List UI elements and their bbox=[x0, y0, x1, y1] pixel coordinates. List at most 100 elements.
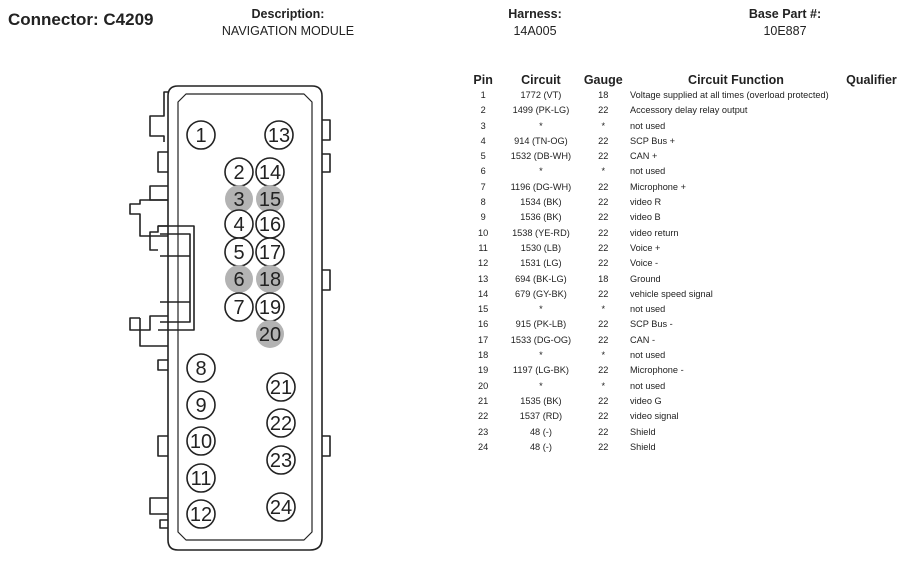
cell-gauge: * bbox=[601, 120, 606, 131]
cell-pin: 20 bbox=[478, 380, 489, 391]
cell-function: video B bbox=[630, 212, 661, 223]
cell-function: video G bbox=[630, 395, 662, 406]
pin-label: 8 bbox=[195, 358, 206, 380]
cell-function: not used bbox=[630, 166, 666, 177]
cell-pin: 6 bbox=[480, 166, 486, 177]
description-label: Description: bbox=[251, 7, 325, 21]
cell-pin: 4 bbox=[480, 135, 486, 146]
pin-circle bbox=[224, 292, 254, 322]
pin-circle bbox=[186, 463, 216, 493]
cell-circuit: 1535 (BK) bbox=[520, 395, 562, 406]
harness-value: 14A005 bbox=[513, 24, 557, 38]
pin-circle bbox=[225, 265, 253, 293]
pin-label: 16 bbox=[259, 214, 281, 236]
cell-circuit: 1537 (RD) bbox=[519, 411, 563, 422]
table-row: 6**not used bbox=[466, 164, 901, 179]
cell-qualifier bbox=[842, 348, 901, 363]
header-gauge: Gauge bbox=[583, 73, 623, 87]
cell-pin: 22 bbox=[478, 411, 489, 422]
pin-circle bbox=[256, 265, 284, 293]
connector-title: Connector: C4209 bbox=[8, 10, 154, 29]
cell-circuit: 1534 (BK) bbox=[520, 197, 562, 208]
pin-table: Pin Circuit Gauge Circuit Function Quali… bbox=[466, 72, 901, 455]
pin-cavity-5: 5 bbox=[224, 237, 254, 267]
cell-gauge: 22 bbox=[598, 227, 609, 238]
pin-label: 23 bbox=[270, 450, 292, 472]
cell-gauge: 22 bbox=[598, 105, 609, 116]
cell-qualifier bbox=[842, 134, 901, 149]
cell-gauge: 22 bbox=[598, 197, 609, 208]
pin-circle bbox=[186, 499, 216, 529]
cell-circuit: 1533 (DG-OG) bbox=[510, 334, 572, 345]
cell-circuit: 679 (GY-BK) bbox=[515, 288, 567, 299]
cell-qualifier bbox=[842, 394, 901, 409]
cell-circuit: 1196 (DG-WH) bbox=[510, 181, 572, 192]
cell-qualifier bbox=[842, 440, 901, 455]
cell-gauge: 22 bbox=[598, 426, 609, 437]
cell-function: Voice + bbox=[630, 242, 661, 253]
header-pin: Pin bbox=[473, 73, 493, 87]
connector-housing bbox=[129, 85, 331, 551]
cell-qualifier bbox=[842, 425, 901, 440]
pin-cavity-8: 8 bbox=[186, 353, 216, 383]
cell-circuit: 1499 (PK-LG) bbox=[512, 105, 570, 116]
pin-cavity-9: 9 bbox=[186, 390, 216, 420]
pin-label: 2 bbox=[233, 162, 244, 184]
cell-pin: 12 bbox=[478, 258, 489, 269]
description-block: Description: NAVIGATION MODULE bbox=[188, 6, 388, 40]
table-row: 20**not used bbox=[466, 379, 901, 394]
cell-pin: 14 bbox=[478, 288, 489, 299]
table-row: 15**not used bbox=[466, 302, 901, 317]
cell-function: CAN + bbox=[630, 151, 658, 162]
pin-cavity-3: 3 bbox=[225, 185, 253, 213]
pin-cavity-21: 21 bbox=[266, 372, 296, 402]
pin-label: 1 bbox=[195, 125, 206, 147]
cell-pin: 3 bbox=[480, 120, 486, 131]
cell-qualifier bbox=[842, 272, 901, 287]
pin-cavity-6: 6 bbox=[225, 265, 253, 293]
pin-label: 10 bbox=[190, 431, 212, 453]
cell-gauge: 22 bbox=[598, 151, 609, 162]
cell-circuit: * bbox=[539, 166, 543, 177]
table-header-row: Pin Circuit Gauge Circuit Function Quali… bbox=[466, 72, 901, 88]
cell-function: SCP Bus - bbox=[630, 319, 673, 330]
cell-qualifier bbox=[842, 226, 901, 241]
cell-gauge: 22 bbox=[598, 441, 609, 452]
pin-cavity-14: 14 bbox=[255, 157, 285, 187]
header-circuit-function: Circuit Function bbox=[688, 73, 784, 87]
cell-pin: 11 bbox=[478, 242, 488, 253]
cell-pin: 5 bbox=[480, 151, 486, 162]
pin-label: 21 bbox=[270, 377, 292, 399]
table-row: 18**not used bbox=[466, 348, 901, 363]
cell-circuit: 1538 (YE-RD) bbox=[512, 227, 570, 238]
cell-circuit: 1531 (LG) bbox=[520, 258, 562, 269]
pin-cavity-15: 15 bbox=[256, 185, 284, 213]
pin-cavity-1: 1 bbox=[186, 120, 216, 150]
pin-label: 11 bbox=[191, 468, 212, 490]
cell-function: Accessory delay relay output bbox=[630, 105, 748, 116]
pin-circle bbox=[256, 185, 284, 213]
pin-circle bbox=[266, 445, 296, 475]
cell-qualifier bbox=[842, 210, 901, 225]
header-qualifier: Qualifier bbox=[846, 73, 897, 87]
cell-qualifier bbox=[842, 287, 901, 302]
pin-label: 6 bbox=[233, 269, 244, 291]
cell-gauge: * bbox=[601, 350, 606, 361]
cell-function: video return bbox=[630, 227, 679, 238]
cell-pin: 16 bbox=[478, 319, 489, 330]
pin-cavity-23: 23 bbox=[266, 445, 296, 475]
cell-pin: 7 bbox=[480, 181, 486, 192]
cell-function: video signal bbox=[630, 411, 679, 422]
cell-circuit: 694 (BK-LG) bbox=[515, 273, 567, 284]
base-part-label: Base Part #: bbox=[748, 7, 822, 21]
